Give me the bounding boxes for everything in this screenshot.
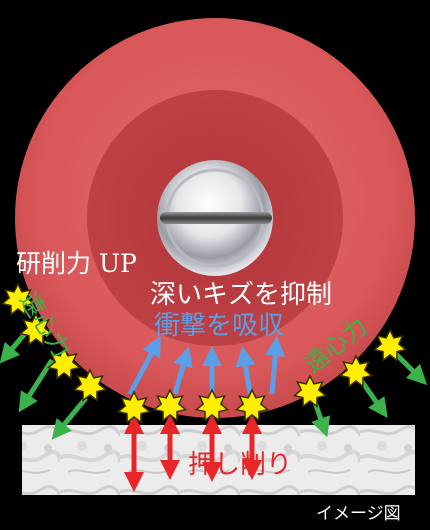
grinding-power-label: 研削力 UP <box>16 249 137 278</box>
star-burst-icon <box>0 282 36 316</box>
impact-arrows <box>127 336 286 396</box>
metal-bolt-icon <box>157 160 273 276</box>
absorb-impact-label: 衝撃を吸収 <box>154 311 285 341</box>
push-cut-arrows <box>124 414 262 492</box>
star-burst-icon <box>46 346 82 380</box>
star-burst-icon <box>338 354 374 388</box>
image-caption: イメージ図 <box>316 504 401 524</box>
star-burst-icon <box>18 312 54 346</box>
centrifugal-arrow <box>51 396 88 440</box>
star-burst-icon <box>116 390 152 424</box>
star-burst-icon <box>72 368 108 402</box>
star-burst-icon <box>234 388 270 422</box>
impact-arrow <box>265 336 286 395</box>
star-burst-icon <box>152 388 188 422</box>
suppress-scratches-label: 深いキズを抑制 <box>150 280 333 310</box>
centrifugal-arrow <box>18 358 55 413</box>
star-burst-icon <box>372 328 408 362</box>
abrasive-grains <box>0 282 408 424</box>
impact-arrow <box>235 346 256 395</box>
push-cut-label: 押し削り <box>188 450 293 480</box>
impact-arrow <box>127 336 161 396</box>
star-burst-icon <box>194 388 230 422</box>
impact-arrow <box>172 346 193 395</box>
star-burst-icon <box>292 374 328 408</box>
